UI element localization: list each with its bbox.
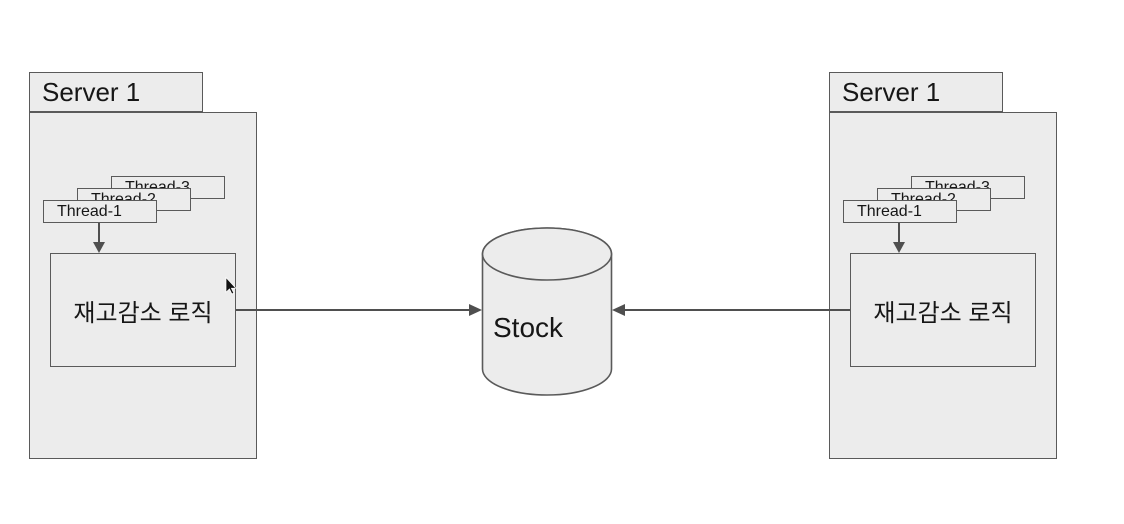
connector-left-logic-to-stock[interactable] (236, 304, 482, 316)
server-title: Server 1 (42, 76, 141, 107)
logic-box-right[interactable]: 재고감소 로직 (850, 253, 1036, 367)
logic-label: 재고감소 로직 (73, 299, 213, 327)
thread-1-box[interactable]: Thread-1 (43, 200, 157, 223)
connector-right-logic-to-stock[interactable] (612, 304, 850, 316)
thread-1-box[interactable]: Thread-1 (843, 200, 957, 223)
logic-box-left[interactable]: 재고감소 로직 (50, 253, 236, 367)
database-label: Stock (492, 312, 564, 343)
server-title: Server 1 (842, 76, 941, 107)
server-right-title-tab[interactable]: Server 1 (829, 72, 1003, 112)
thread-label: Thread-1 (857, 202, 922, 220)
logic-label: 재고감소 로직 (873, 299, 1013, 327)
thread-label: Thread-1 (57, 202, 122, 220)
server-left-title-tab[interactable]: Server 1 (29, 72, 203, 112)
